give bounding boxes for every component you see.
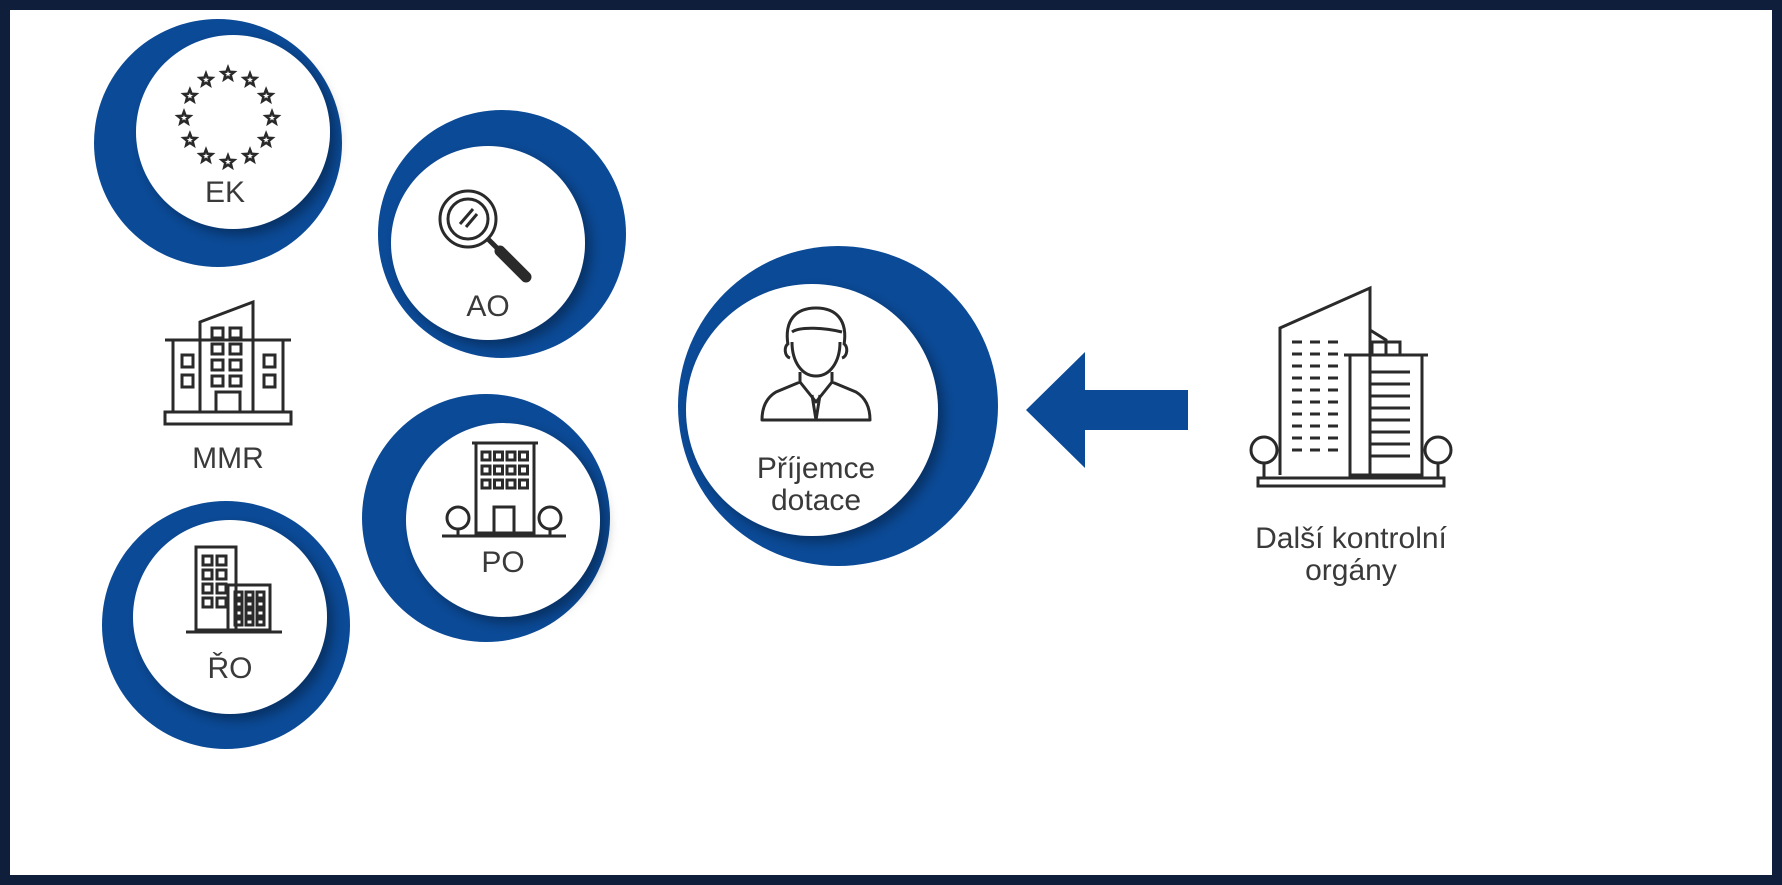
star-icon xyxy=(218,63,238,83)
other-label-line1: Další kontrolní xyxy=(1255,522,1447,555)
node-ek: EK xyxy=(94,19,342,267)
ek-label: EK xyxy=(205,176,245,209)
star-icon xyxy=(240,146,260,165)
mmr-label: MMR xyxy=(192,442,264,475)
other-label-line2: orgány xyxy=(1305,554,1397,587)
magnifier-icon xyxy=(438,189,532,283)
star-icon xyxy=(196,146,216,165)
businessman-icon xyxy=(760,306,872,422)
office-building-icon xyxy=(442,441,566,538)
star-icon xyxy=(218,151,238,171)
ro-label: ŘO xyxy=(208,652,253,685)
node-other: Další kontrolní orgány xyxy=(1249,285,1453,587)
office-buildings-icon xyxy=(186,545,282,634)
node-ro: ŘO xyxy=(102,501,350,749)
star-icon xyxy=(196,69,216,89)
ao-label: AO xyxy=(466,290,509,323)
star-icon xyxy=(174,107,194,127)
star-icon xyxy=(256,86,276,105)
arrow-left-icon xyxy=(1026,352,1188,468)
star-icon xyxy=(180,86,200,105)
po-label: PO xyxy=(481,546,524,579)
star-icon xyxy=(240,69,260,89)
control-bodies-diagram: EK AO MMR xyxy=(94,19,1453,749)
node-mmr: MMR xyxy=(163,299,293,475)
diagram-frame: EK AO MMR xyxy=(10,10,1772,875)
star-icon xyxy=(180,130,200,149)
node-ao: AO xyxy=(378,110,626,358)
recipient-label-line1: Příjemce xyxy=(757,452,875,485)
star-icon xyxy=(262,107,282,127)
node-po: PO xyxy=(362,394,610,642)
skyscrapers-icon xyxy=(1249,285,1453,488)
government-building-icon xyxy=(163,299,293,426)
eu-stars-icon xyxy=(174,63,282,171)
node-recipient: Příjemce dotace xyxy=(678,246,998,566)
star-icon xyxy=(256,130,276,149)
recipient-label-line2: dotace xyxy=(771,484,861,517)
